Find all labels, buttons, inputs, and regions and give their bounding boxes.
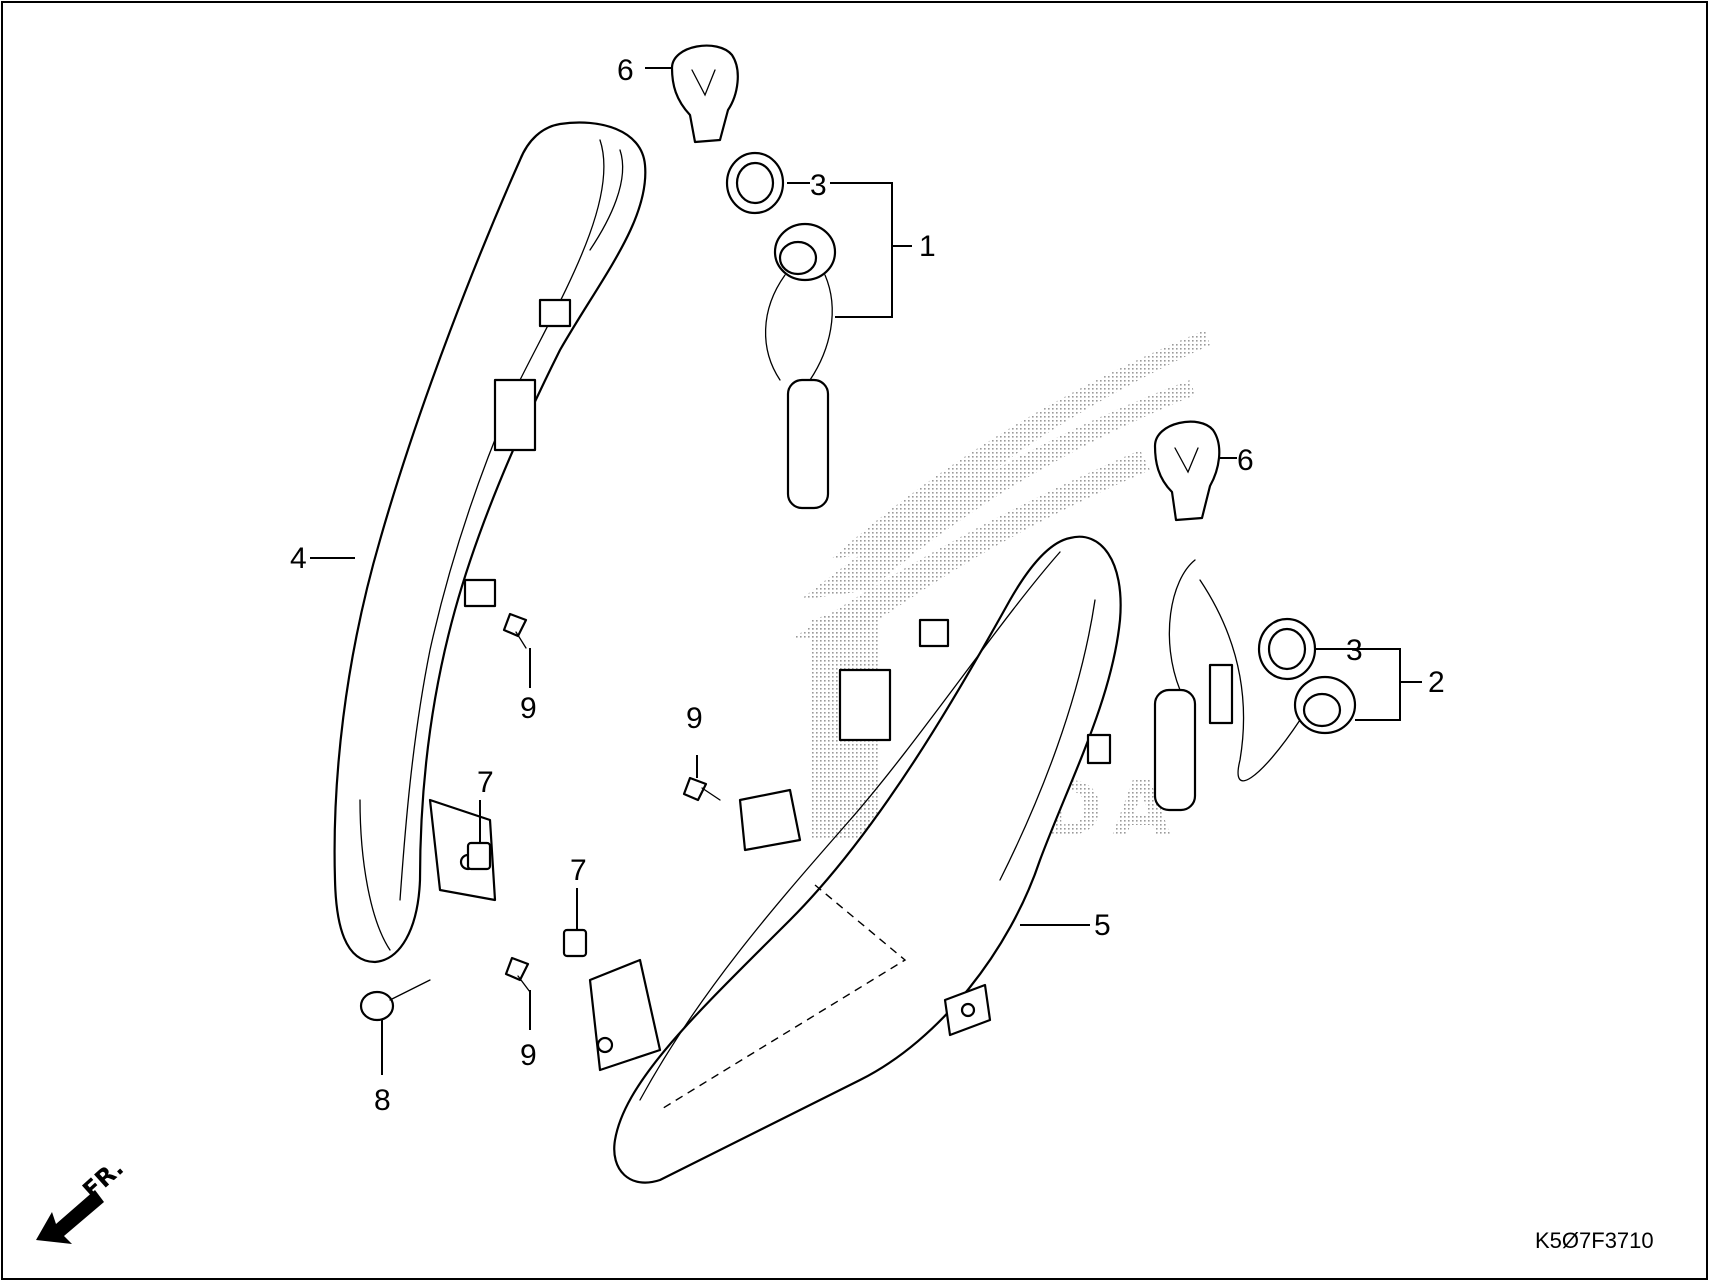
right-socket-harness	[1153, 559, 1357, 812]
callout-9-center: 9	[686, 702, 703, 735]
callout-6-upper: 6	[617, 54, 634, 87]
left-lamp-housing	[333, 121, 647, 964]
callout-1: 1	[919, 230, 936, 263]
seal-rings	[725, 151, 1317, 681]
callout-7-left: 7	[477, 766, 494, 799]
callout-2: 2	[1428, 666, 1445, 699]
fasteners	[359, 612, 721, 1022]
front-direction-arrow-icon: FR.	[36, 1154, 129, 1244]
callout-9-upper: 9	[520, 692, 537, 725]
callout-3-right: 3	[1346, 634, 1363, 667]
bulbs	[670, 44, 1221, 522]
leader-lines	[310, 67, 1422, 1075]
callout-9-lower: 9	[520, 1039, 537, 1072]
drawing-code: K5Ø7F3710	[1535, 1228, 1654, 1253]
callout-3-upper: 3	[810, 169, 827, 202]
callout-5: 5	[1094, 909, 1111, 942]
right-lamp-housing	[588, 535, 1122, 1184]
callout-7-center: 7	[570, 854, 587, 887]
callout-6-right: 6	[1237, 444, 1254, 477]
callout-4: 4	[290, 542, 307, 575]
front-indicator-label: FR.	[77, 1154, 129, 1205]
callout-8: 8	[374, 1084, 391, 1117]
upper-socket-harness	[764, 222, 837, 510]
